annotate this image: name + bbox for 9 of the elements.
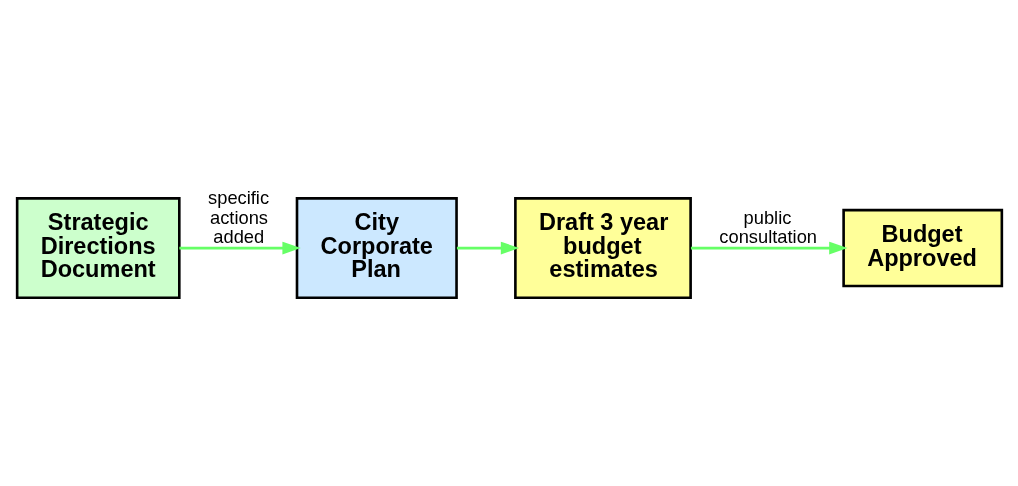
node-box: City Corporate Plan	[295, 196, 458, 299]
arrow	[456, 241, 519, 254]
edge-label: specific actions added	[207, 186, 269, 247]
node-box: Budget Approved	[841, 208, 1003, 287]
node-box: Draft 3 year budget estimates	[513, 196, 692, 299]
arrow	[690, 241, 847, 254]
arrow	[178, 241, 301, 254]
node-box: Strategic Directions Document	[15, 196, 181, 299]
edge-label: public consultation	[718, 205, 817, 247]
